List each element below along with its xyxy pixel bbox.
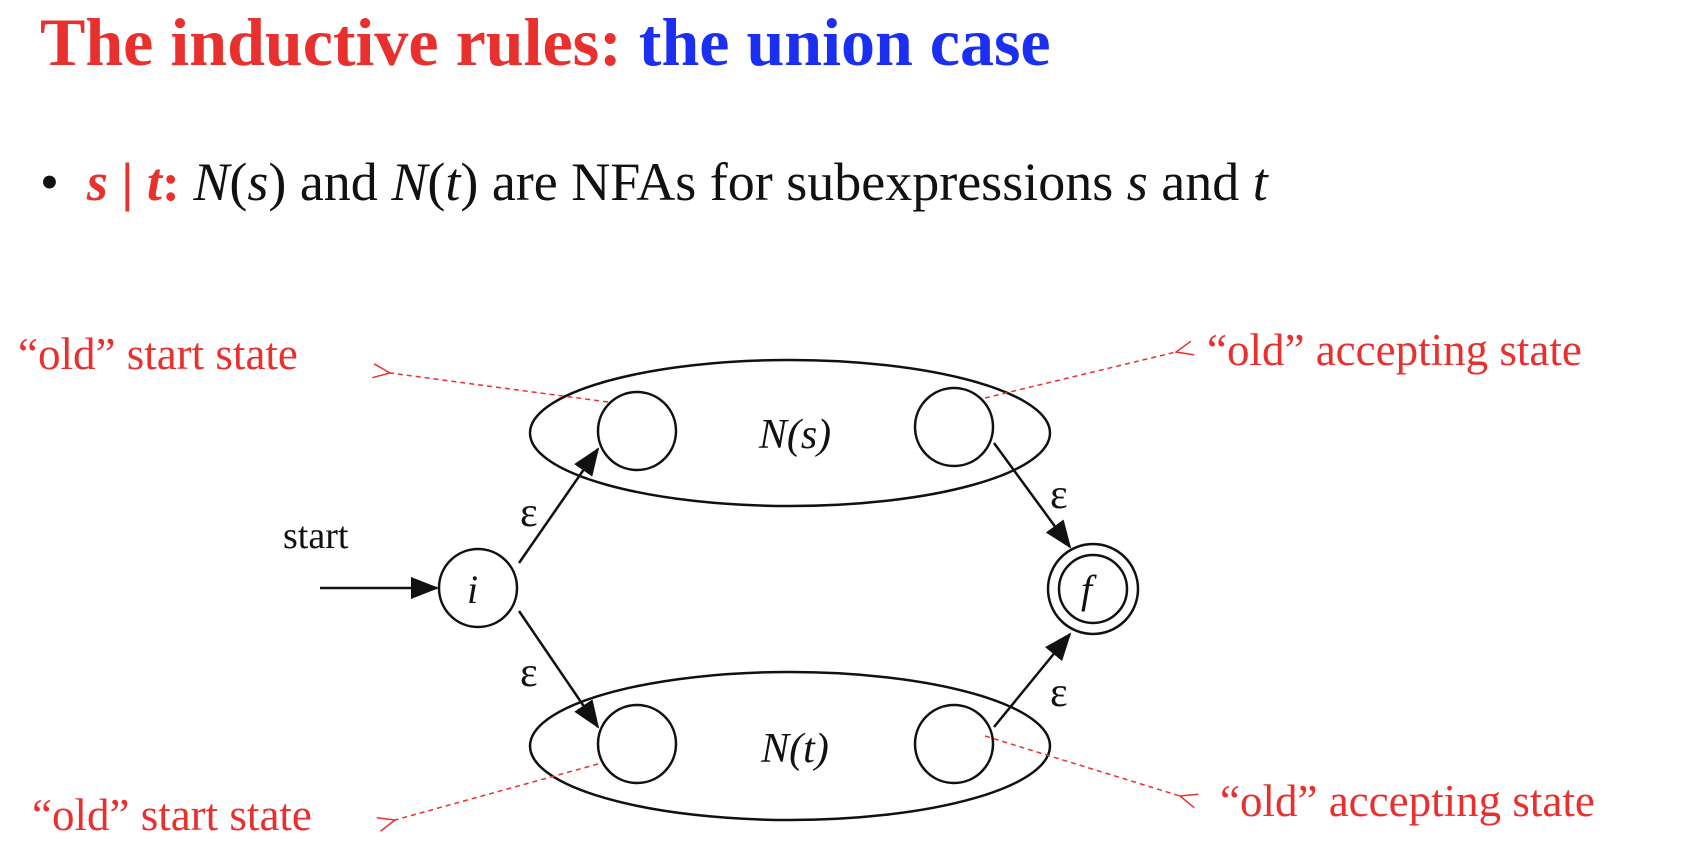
var-s-1: s — [247, 152, 269, 212]
epsilon-label-4: ε — [1050, 670, 1068, 716]
epsilon-edge-i-to-t — [517, 610, 600, 729]
expr-t: t — [146, 152, 162, 212]
final-state-inner — [1057, 553, 1129, 625]
annotation-arrow-top-left — [390, 373, 609, 403]
nfa-s-accept-state — [913, 386, 995, 468]
word-and-1: and — [286, 152, 392, 212]
nfa-t-start-state — [596, 703, 678, 785]
title-part-1: The inductive rules: — [40, 4, 622, 80]
nfa-n-1: N — [193, 152, 230, 212]
var-t-1: t — [445, 152, 461, 212]
nfa-s-label: N(s) — [758, 412, 831, 458]
paren-close-2: ) — [460, 152, 479, 212]
annotation-arrow-bottom-right — [984, 735, 1180, 796]
word-and-2: and — [1147, 152, 1253, 212]
initial-state-label: i — [467, 567, 478, 612]
var-s-2: s — [1126, 152, 1148, 212]
annotation-top-left: “old” start state — [18, 329, 298, 379]
annotation-bottom-left: “old” start state — [32, 790, 312, 840]
bullet-rest-text: are NFAs for subexpressions — [478, 152, 1127, 212]
annotation-bottom-right: “old” accepting state — [1220, 776, 1595, 826]
epsilon-label-1: ε — [520, 490, 538, 536]
start-label: start — [283, 515, 349, 557]
epsilon-label-2: ε — [520, 650, 538, 696]
annotation-arrow-bottom-left — [395, 763, 599, 820]
epsilon-label-3: ε — [1050, 472, 1068, 518]
nfa-s-ellipse — [528, 358, 1052, 508]
paren-close-1: ) — [268, 152, 287, 212]
paren-open-2: ( — [427, 152, 446, 212]
paren-open-1: ( — [229, 152, 248, 212]
slide-title: The inductive rules: the union case — [40, 0, 1051, 84]
title-part-2: the union case — [638, 4, 1051, 80]
final-state-outer — [1046, 542, 1140, 636]
annotation-top-right: “old” accepting state — [1207, 325, 1582, 375]
expr-s: s — [86, 152, 108, 212]
nfa-n-2: N — [391, 152, 428, 212]
bullet-marker: • — [40, 152, 59, 212]
initial-state — [437, 547, 519, 629]
nfa-t-accept-state — [913, 703, 995, 785]
nfa-t-label: N(t) — [760, 726, 829, 772]
nfa-s-start-state — [596, 390, 678, 472]
nfa-t-ellipse — [528, 670, 1052, 822]
var-t-2: t — [1252, 152, 1268, 212]
epsilon-edge-t-to-f — [993, 632, 1072, 728]
expr-bar: | — [121, 152, 134, 212]
annotation-arrow-top-right — [984, 352, 1176, 399]
epsilon-edge-s-to-f — [992, 442, 1072, 549]
expr-colon: : — [161, 152, 180, 212]
epsilon-edge-i-to-s — [517, 447, 600, 564]
bullet-point: •s | t: N(s) and N(t) are NFAs for subex… — [40, 146, 1268, 218]
final-state-label: f — [1081, 567, 1097, 612]
